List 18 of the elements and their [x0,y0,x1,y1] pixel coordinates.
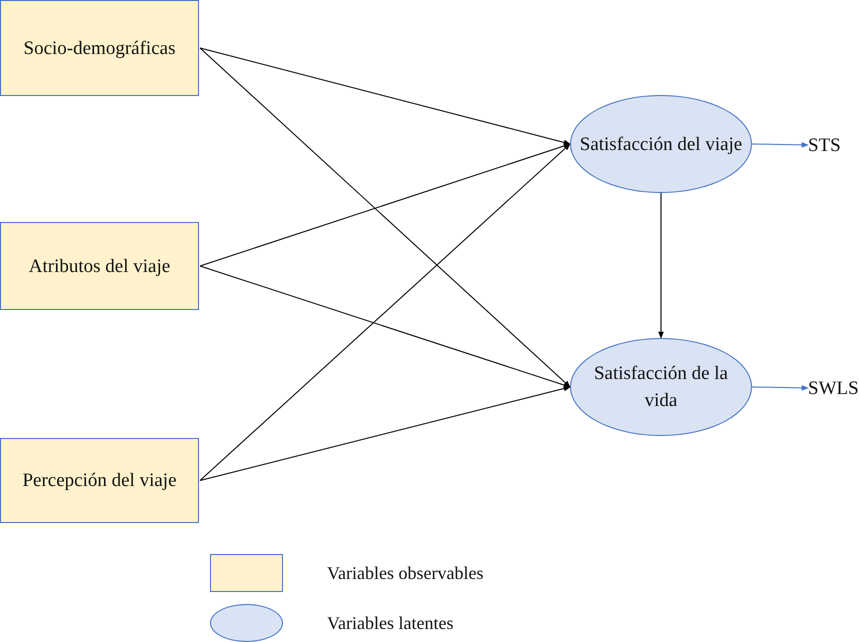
arrow [200,143,571,266]
arrow [752,385,809,391]
arrow [752,142,809,148]
legend-text: Variables observables [327,562,484,584]
observed-variable-box: Socio-demográficas [0,0,199,96]
arrow [200,48,571,388]
observed-variable-box: Atributos del viaje [0,222,199,310]
arrow [658,192,664,339]
latent-variable-ellipse: Satisfacción del viaje [570,95,752,193]
indicator-label: STS [808,132,852,158]
arrow [200,48,571,146]
observed-variable-box: Percepción del viaje [0,438,199,523]
arrow [200,144,571,481]
arrow [200,386,571,481]
arrow [200,266,571,388]
legend-text: Variables latentes [327,612,454,634]
indicator-label: SWLS [808,375,859,401]
latent-variable-ellipse: Satisfacción de la vida [570,338,752,436]
